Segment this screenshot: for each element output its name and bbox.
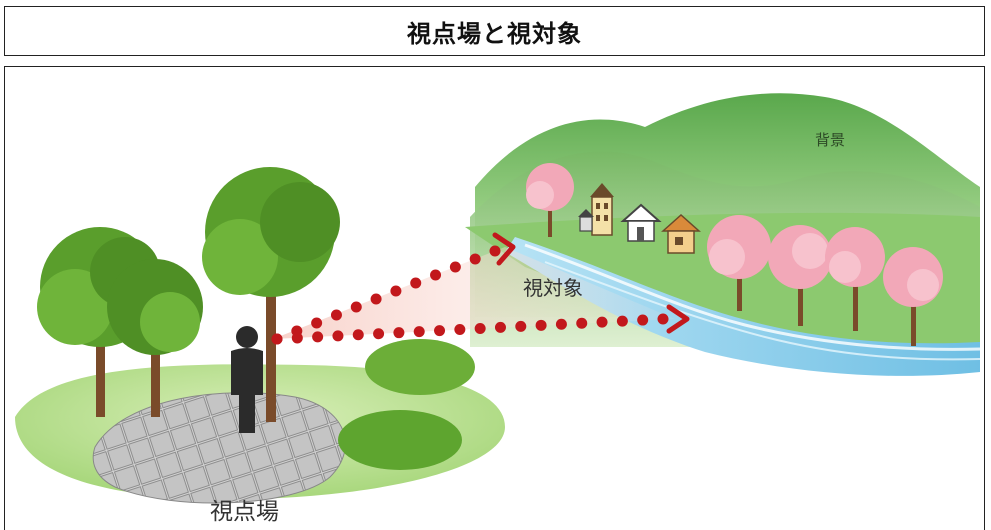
sight-dot	[596, 316, 608, 328]
sight-dot	[352, 329, 364, 341]
sight-dot	[616, 315, 628, 327]
sight-dot	[489, 245, 501, 257]
tree	[107, 259, 203, 417]
sight-dot	[311, 317, 323, 329]
house-white	[620, 203, 662, 242]
sight-dot	[410, 277, 422, 289]
cherry-tree	[825, 227, 885, 331]
viewpoint-field-label: 視点場	[210, 499, 279, 525]
sight-cone	[273, 247, 675, 339]
sight-dot	[312, 331, 324, 343]
sight-dot	[370, 293, 382, 305]
sight-dot	[454, 324, 466, 336]
sight-dot	[449, 261, 461, 273]
sight-dot	[494, 321, 506, 333]
shrub	[338, 410, 462, 470]
sight-dot	[393, 327, 405, 339]
sight-dot	[350, 301, 362, 313]
house-orange	[661, 213, 701, 254]
sight-dot	[657, 313, 669, 325]
cherry-tree	[526, 163, 574, 237]
sight-dot	[555, 318, 567, 330]
background-landscape	[465, 93, 981, 376]
background-label: 背景	[815, 131, 846, 149]
sight-dot	[430, 269, 442, 281]
figure-panel: 背景 視対象 視点場	[4, 66, 985, 530]
river	[505, 237, 980, 376]
sight-dot	[474, 322, 486, 334]
viewing-target-label: 視対象	[523, 276, 583, 300]
arrowhead	[492, 232, 516, 266]
house-small-dark	[578, 209, 594, 232]
sight-dot	[469, 253, 481, 265]
tree	[202, 167, 340, 422]
sight-dot	[271, 333, 283, 345]
title-box: 視点場と視対象	[4, 6, 985, 56]
sight-dot	[515, 320, 527, 332]
sight-dot	[373, 328, 385, 340]
sight-dot	[330, 309, 342, 321]
sight-dot	[535, 319, 547, 331]
cherry-tree	[883, 247, 943, 346]
sight-dot	[291, 332, 303, 344]
cherry-tree	[707, 215, 771, 311]
sight-dot	[390, 285, 402, 297]
arrowhead	[666, 304, 690, 334]
sight-line-dots	[271, 245, 669, 345]
sight-dot	[434, 325, 446, 337]
sight-dot	[332, 330, 344, 342]
landscape-illustration	[15, 93, 981, 504]
sight-dot	[576, 317, 588, 329]
shrub	[365, 339, 475, 395]
cherry-tree	[768, 225, 832, 326]
page-title: 視点場と視対象	[407, 19, 582, 48]
sight-dot	[413, 326, 425, 338]
person-icon	[231, 326, 263, 433]
sight-dot	[637, 314, 649, 326]
paved-plaza	[92, 392, 346, 504]
